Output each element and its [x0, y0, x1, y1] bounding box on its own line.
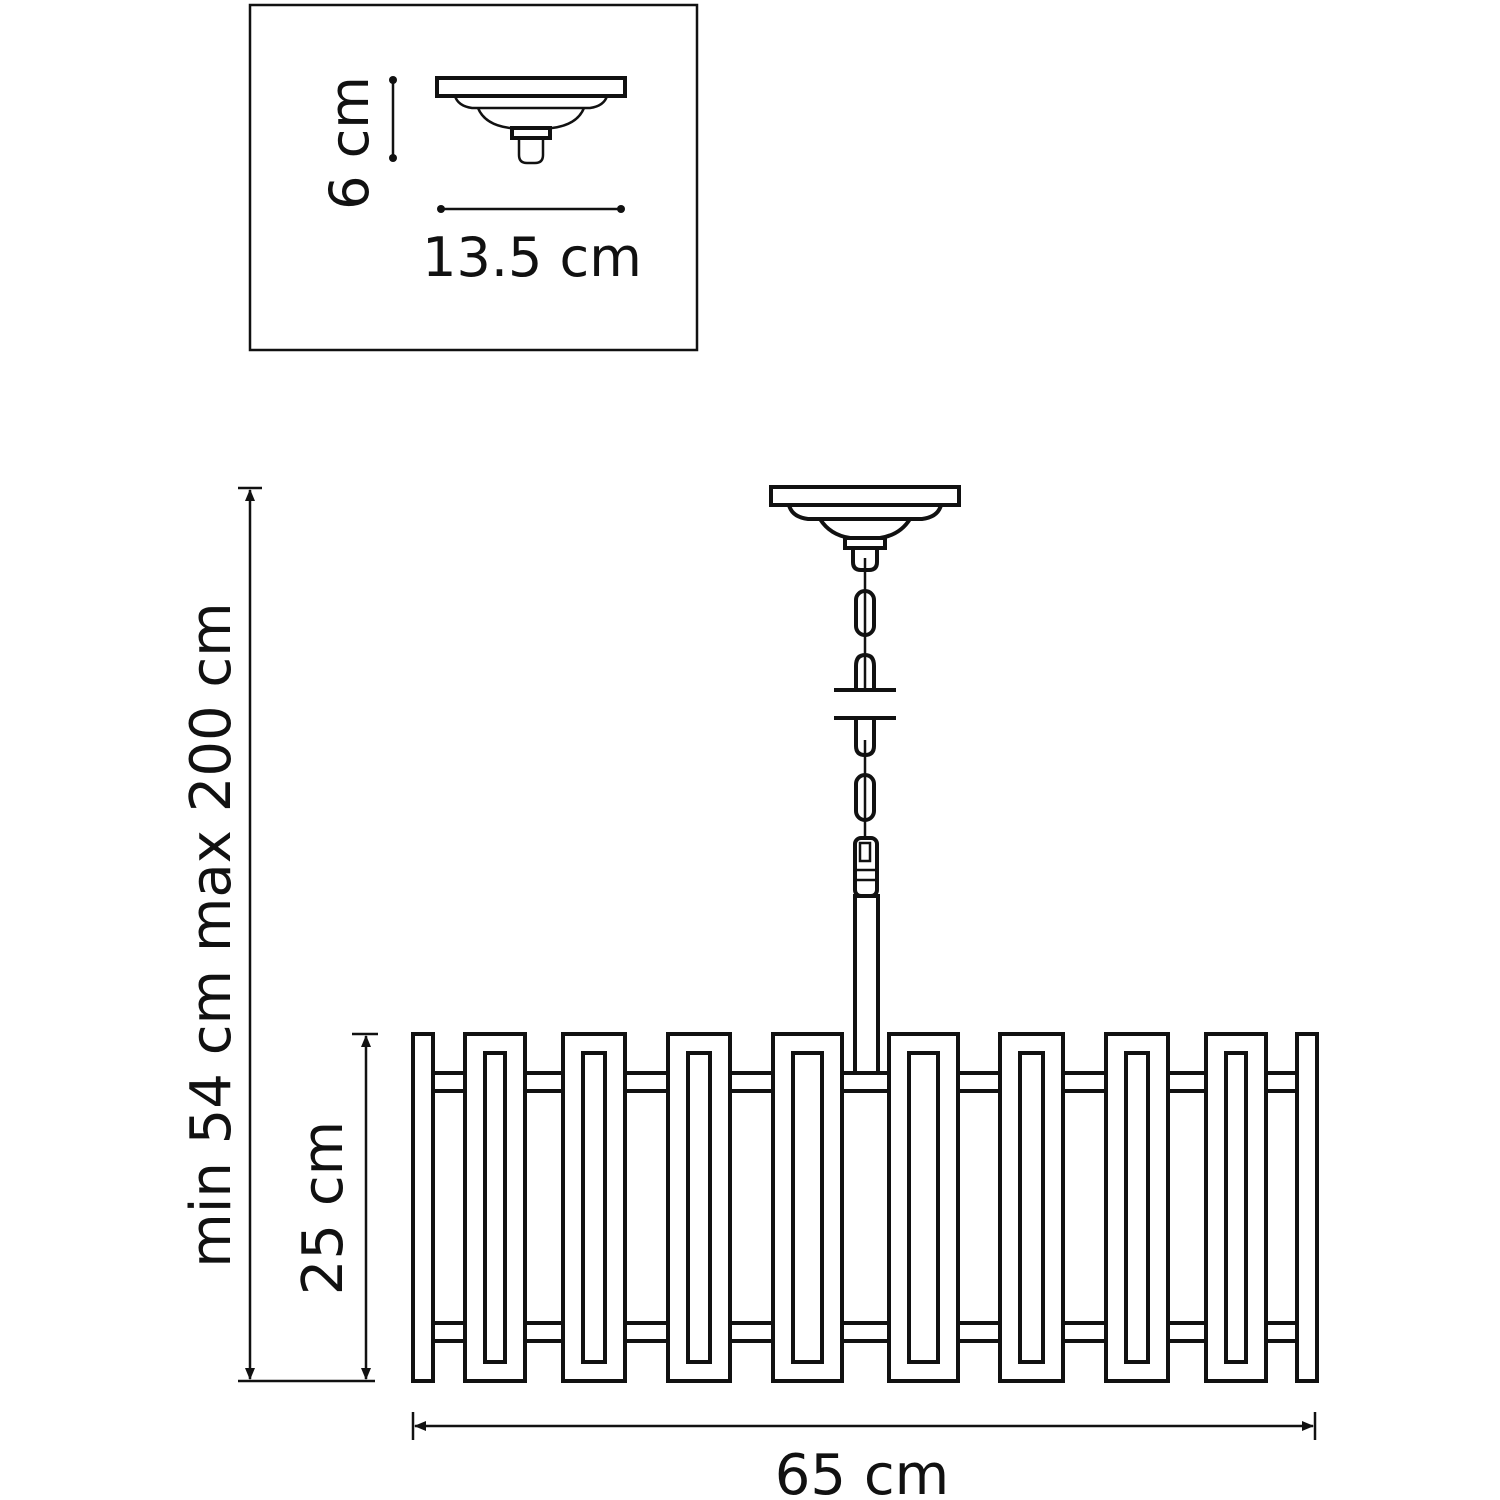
shade-panel-inner — [1018, 1051, 1045, 1364]
suspension-height-dimension: min 54 cm max 200 cm — [179, 486, 375, 1383]
shade-panel-inner — [686, 1051, 712, 1364]
inset-width-dimension: 13.5 cm — [422, 205, 642, 289]
inset-canopy — [435, 76, 627, 165]
shade-panel — [1104, 1032, 1170, 1383]
chain — [834, 558, 896, 898]
suspension-height-label: min 54 cm max 200 cm — [179, 602, 244, 1267]
inset-height-label: 6 cm — [318, 76, 381, 210]
shade-height-label: 25 cm — [291, 1121, 356, 1295]
shade-panel — [666, 1032, 732, 1383]
inset-height-dimension: 6 cm — [318, 76, 397, 210]
diameter-dimension: 65 cm — [411, 1412, 1317, 1500]
shade-panel-inner — [907, 1051, 940, 1364]
shade-panel — [771, 1032, 844, 1383]
edge-bar-right — [1295, 1032, 1319, 1383]
chain-connector — [853, 836, 879, 898]
canopy-inset: 6 cm 13.5 cm — [248, 3, 699, 352]
inset-width-label: 13.5 cm — [422, 226, 642, 289]
shade — [411, 1032, 1319, 1383]
edge-bar-left — [411, 1032, 435, 1383]
shade-panel-inner — [791, 1051, 824, 1364]
shade-panels — [463, 1032, 1268, 1383]
shade-panel-inner — [581, 1051, 607, 1364]
pendant-lamp — [411, 485, 1319, 1383]
shade-panel-inner — [1224, 1051, 1248, 1364]
shade-panel-inner — [483, 1051, 507, 1364]
center-rod — [853, 894, 880, 1075]
shade-panel — [463, 1032, 527, 1383]
shade-height-dimension: 25 cm — [291, 1032, 378, 1380]
shade-panel-inner — [1124, 1051, 1150, 1364]
shade-panel — [887, 1032, 960, 1383]
shade-panel — [1204, 1032, 1268, 1383]
shade-panel — [998, 1032, 1065, 1383]
inset-frame — [248, 3, 699, 352]
diameter-label: 65 cm — [775, 1443, 949, 1500]
shade-panel — [561, 1032, 627, 1383]
ceiling-canopy — [769, 485, 961, 572]
